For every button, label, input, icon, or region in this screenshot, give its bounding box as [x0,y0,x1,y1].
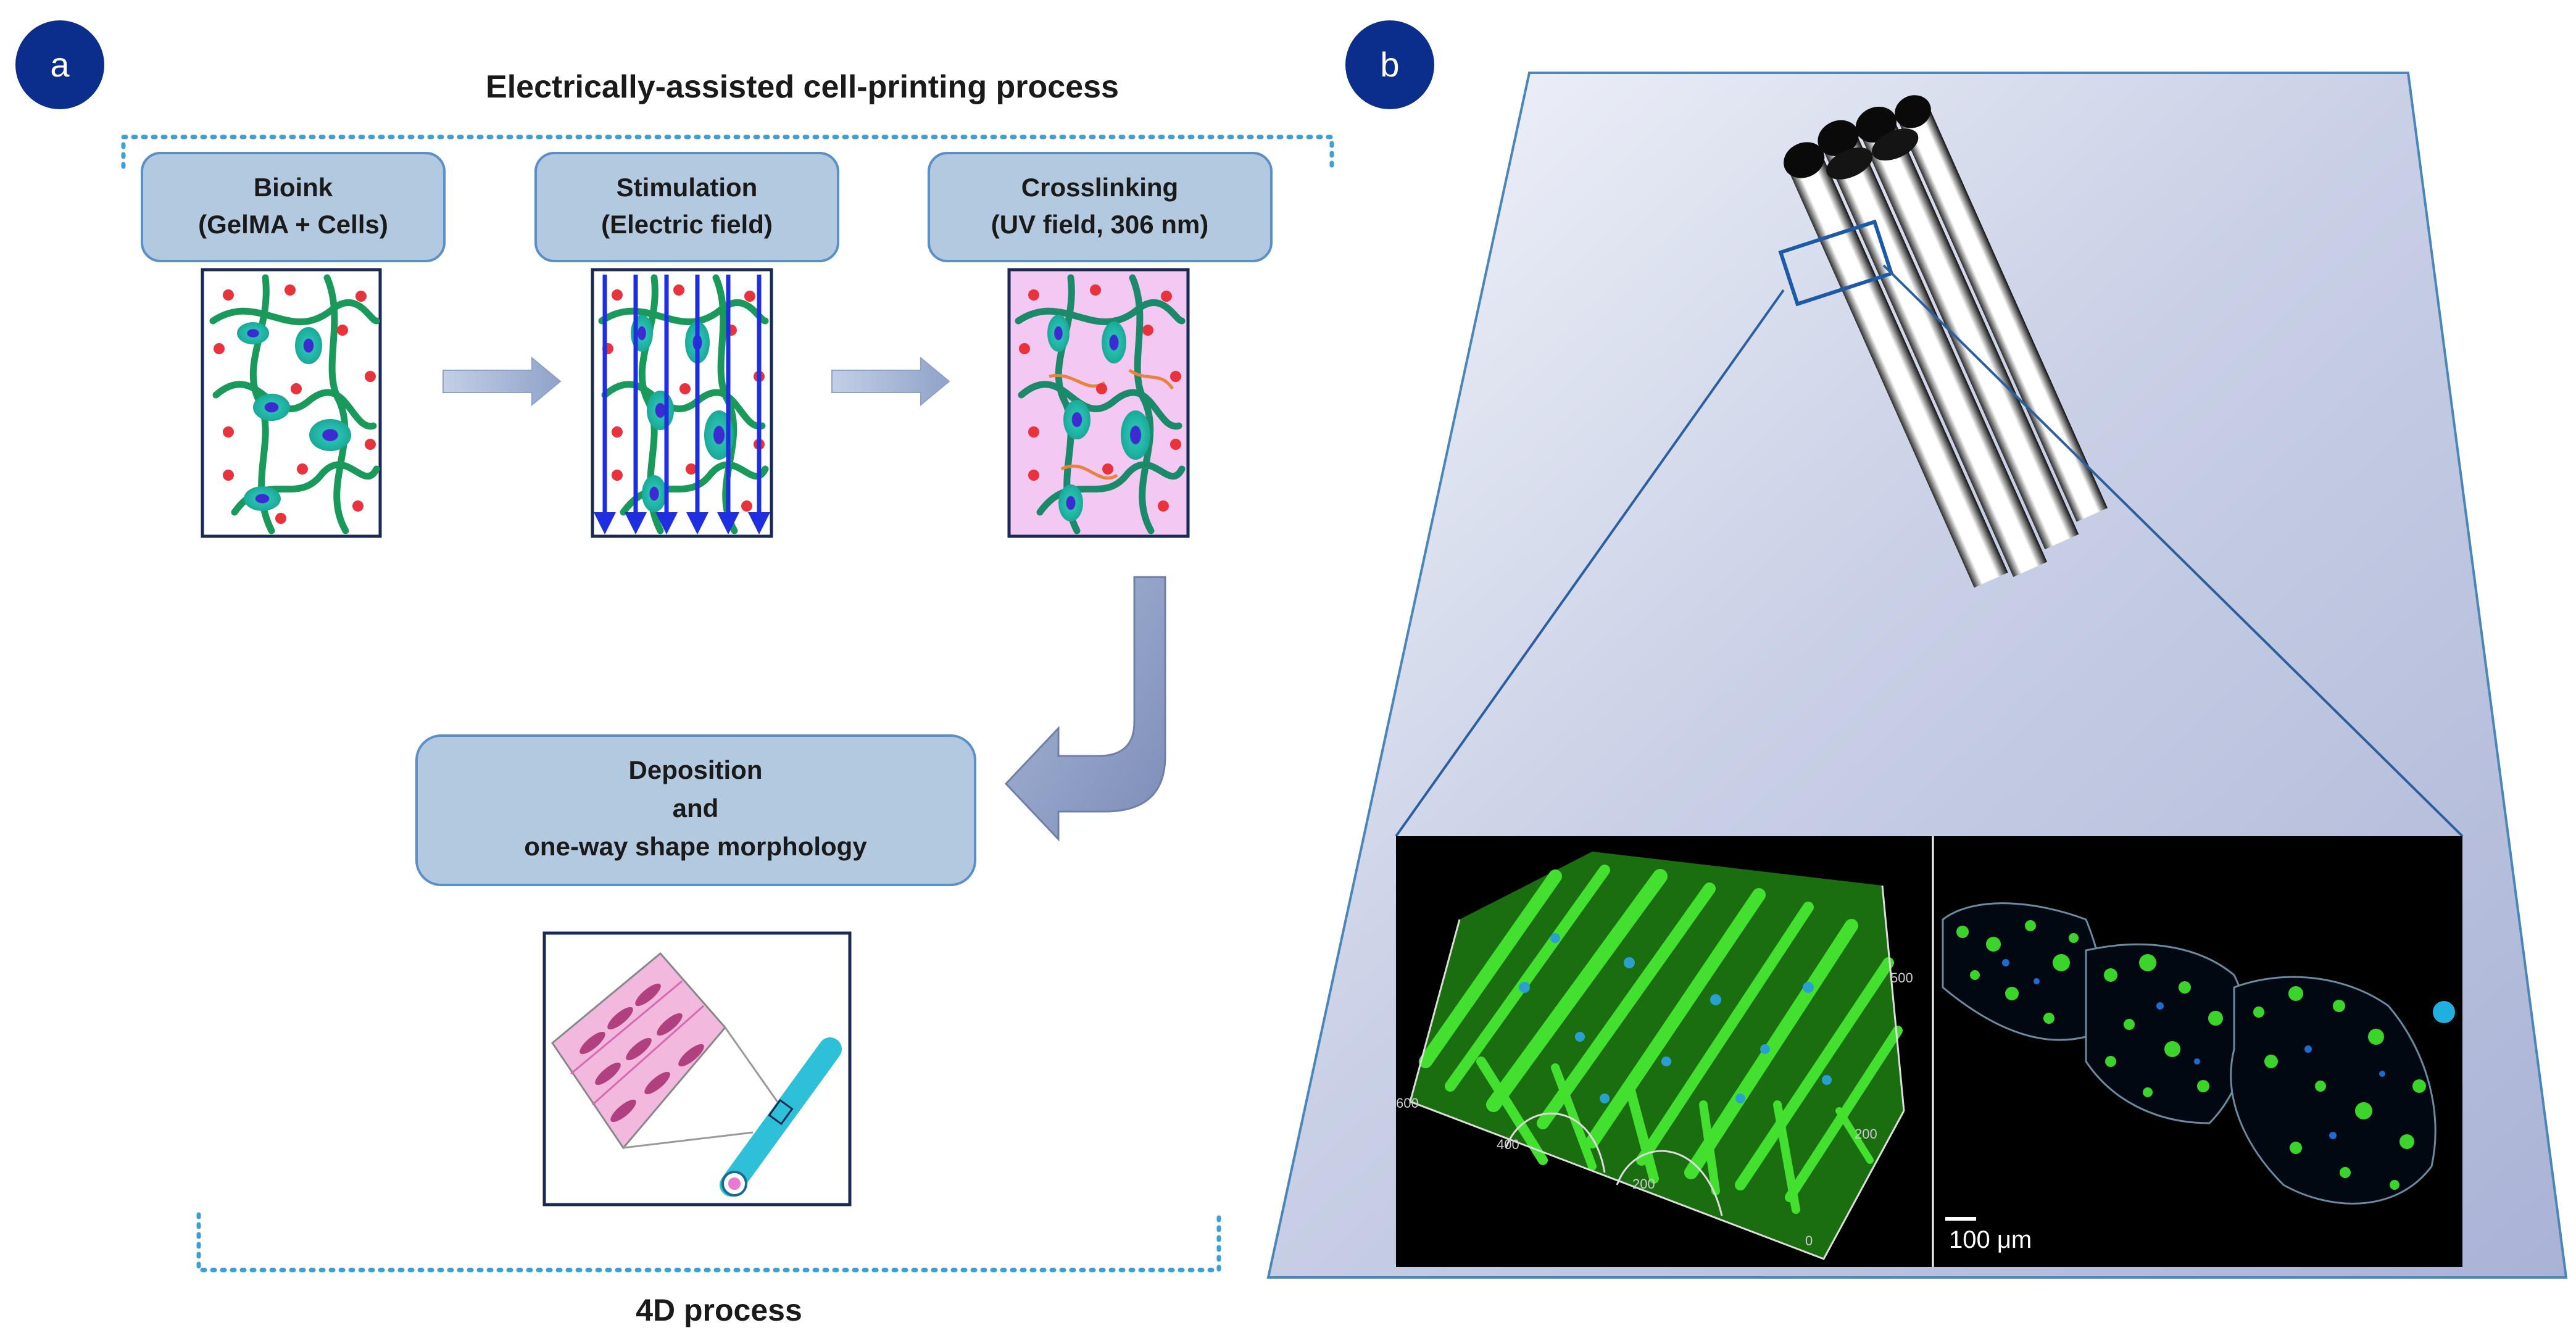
deposition-box: Deposition and one-way shape morphology [415,734,976,886]
cells [237,322,351,511]
crosslinking-illustration [1007,268,1190,538]
axis-tick: 500 [1890,970,1913,986]
step-subtitle: (UV field, 306 nm) [991,210,1208,239]
step-title: Crosslinking [1021,173,1178,202]
micrograph-2d-view: 100 μm [1942,902,2455,1253]
bent-down-left-arrow [1004,576,1166,842]
step-title: Stimulation [617,173,758,202]
panel-b-badge-label: b [1380,45,1399,84]
right-arrow-1 [442,356,562,407]
scale-bar: 100 μm [1945,1217,2032,1253]
deposition-line3: one-way shape morphology [524,832,867,861]
axis-tick: 200 [1632,1176,1655,1192]
step-subtitle: (Electric field) [601,210,773,239]
panel-b: b [1266,20,2568,1279]
axis-tick: 200 [1855,1126,1877,1142]
printed-fiber [720,1037,842,1197]
scale-bar-label: 100 μm [1949,1226,2032,1253]
step-box-stimulation: Stimulation (Electric field) [534,152,839,262]
stimulation-illustration [591,268,773,538]
aligned-cell-sheet [551,952,726,1150]
fiber-bundle [1778,95,2108,588]
axis-ticks: 600 400 200 0 200 500 [1396,970,1913,1248]
micrograph-3d-view: 600 400 200 0 200 500 [1396,852,1913,1260]
confocal-micrograph: 600 400 200 0 200 500 [1396,836,2462,1267]
zoom-region-box [1778,219,1894,307]
4d-process-label: 4D process [636,1293,802,1327]
red-dots [214,284,376,524]
panel-a: a Electrically-assisted cell-printing pr… [15,20,1334,1327]
panel-b-badge: b [1345,20,1434,109]
process-title: Electrically-assisted cell-printing proc… [486,69,1119,105]
axis-tick: 0 [1805,1233,1813,1248]
top-dotted-bracket [121,135,1334,169]
right-arrow-2 [831,356,950,407]
panel-a-badge: a [15,20,104,109]
field-arrowheads [594,512,770,534]
panel-a-badge-label: a [50,45,70,84]
deposition-line1: Deposition [629,755,763,784]
fiber-4d-illustration [542,931,852,1206]
zoom-lines [1395,264,2464,837]
step-box-crosslinking: Crosslinking (UV field, 306 nm) [928,152,1273,262]
step-subtitle: (GelMA + Cells) [198,210,388,239]
step-title: Bioink [254,173,333,202]
axis-tick: 400 [1497,1137,1519,1152]
axis-tick: 600 [1396,1095,1419,1111]
electric-field-lines [602,275,762,521]
bottom-dotted-bracket [196,1212,1221,1272]
step-box-bioink: Bioink (GelMA + Cells) [141,152,446,262]
bioink-illustration [201,268,382,538]
deposition-line2: and [673,794,719,823]
